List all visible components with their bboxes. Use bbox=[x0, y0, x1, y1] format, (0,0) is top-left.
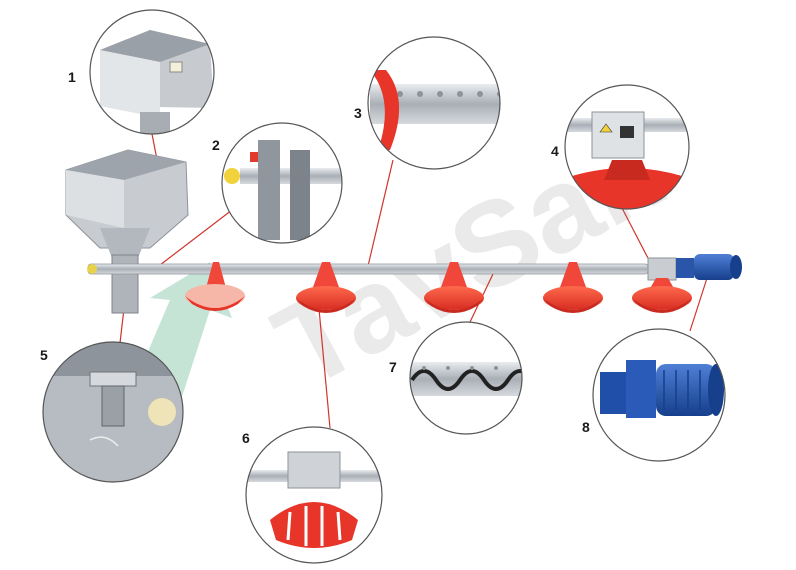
pan-feeder bbox=[632, 257, 692, 313]
pan-feeder bbox=[424, 262, 484, 313]
leader-line-2 bbox=[159, 209, 233, 266]
feed-hopper bbox=[65, 149, 189, 314]
main-assembly bbox=[65, 149, 742, 314]
label-5: 5 bbox=[40, 347, 48, 363]
number-labels: 1 2 3 4 5 6 7 8 bbox=[40, 69, 590, 446]
pan-feeders bbox=[185, 257, 692, 313]
leader-line-8 bbox=[689, 274, 709, 332]
pan-feeder bbox=[185, 262, 245, 311]
leader-line-6 bbox=[317, 297, 331, 429]
detail-circle-2 bbox=[221, 122, 343, 244]
leader-line-4 bbox=[621, 207, 651, 263]
leader-line-3 bbox=[367, 159, 394, 267]
label-8: 8 bbox=[582, 419, 590, 435]
label-7: 7 bbox=[389, 359, 397, 375]
detail-circle-3 bbox=[367, 36, 501, 170]
pan-feeder bbox=[296, 262, 356, 313]
feed-tube bbox=[87, 263, 649, 275]
drive-motor bbox=[676, 254, 742, 280]
detail-circle-8 bbox=[592, 328, 726, 462]
label-6: 6 bbox=[242, 430, 250, 446]
label-2: 2 bbox=[212, 137, 220, 153]
detail-circle-1 bbox=[89, 9, 215, 135]
label-3: 3 bbox=[354, 105, 362, 121]
label-4: 4 bbox=[551, 143, 559, 159]
tube-end-cap bbox=[87, 264, 97, 274]
detail-circle-4 bbox=[564, 84, 690, 210]
pan-feeder bbox=[543, 262, 603, 313]
label-1: 1 bbox=[68, 69, 76, 85]
leader-lines bbox=[119, 133, 709, 429]
detail-circle-6 bbox=[245, 426, 383, 564]
detail-circle-5 bbox=[42, 341, 184, 483]
detail-circle-7 bbox=[409, 321, 523, 435]
